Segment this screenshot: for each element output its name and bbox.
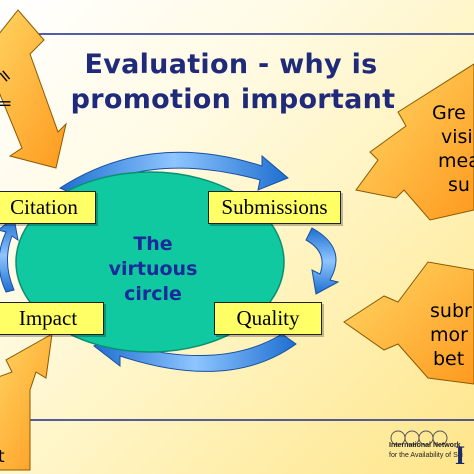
title-line-2: promotion important xyxy=(70,84,396,115)
callout-right-bottom-line-1: subr xyxy=(430,300,472,322)
callout-right-top-line-2: visi xyxy=(441,126,473,148)
circle-text-line-3: circle xyxy=(124,283,182,305)
callout-right-top-line-3: mea xyxy=(438,150,474,172)
submissions-box: Submissions xyxy=(208,191,341,224)
title-line-1: Evaluation - why is xyxy=(84,49,378,80)
footer-logo-letter: I xyxy=(455,441,466,470)
callout-top-left-line-2: = xyxy=(0,94,13,114)
impact-box: Impact xyxy=(0,302,104,335)
circle-text-line-1: The xyxy=(133,233,173,255)
callout-right-bottom-line-3: bet xyxy=(433,348,465,370)
callout-right-top-line-1: Gre xyxy=(432,102,466,124)
callout-bottom-left-text: t xyxy=(0,447,5,467)
callout-arrow-right-bottom xyxy=(343,261,474,385)
circle-text-line-2: virtuous xyxy=(108,258,198,280)
cycle-arrow-left xyxy=(0,217,19,293)
callout-arrow-right-top xyxy=(355,63,474,221)
callout-right-bottom-line-2: mor xyxy=(430,324,468,346)
footer-logo-circles xyxy=(390,430,448,446)
footer-org-line-2: for the Availability of Sci xyxy=(389,452,463,459)
citation-box: Citation xyxy=(0,191,96,224)
callout-right-top-line-4: su xyxy=(448,174,470,196)
callout-arrow-top-left xyxy=(0,9,67,169)
cycle-arrow-right xyxy=(305,227,340,295)
callout-arrow-bottom-left xyxy=(0,333,53,471)
quality-box: Quality xyxy=(214,302,322,335)
footer-org-line-1: International Network xyxy=(389,442,461,449)
